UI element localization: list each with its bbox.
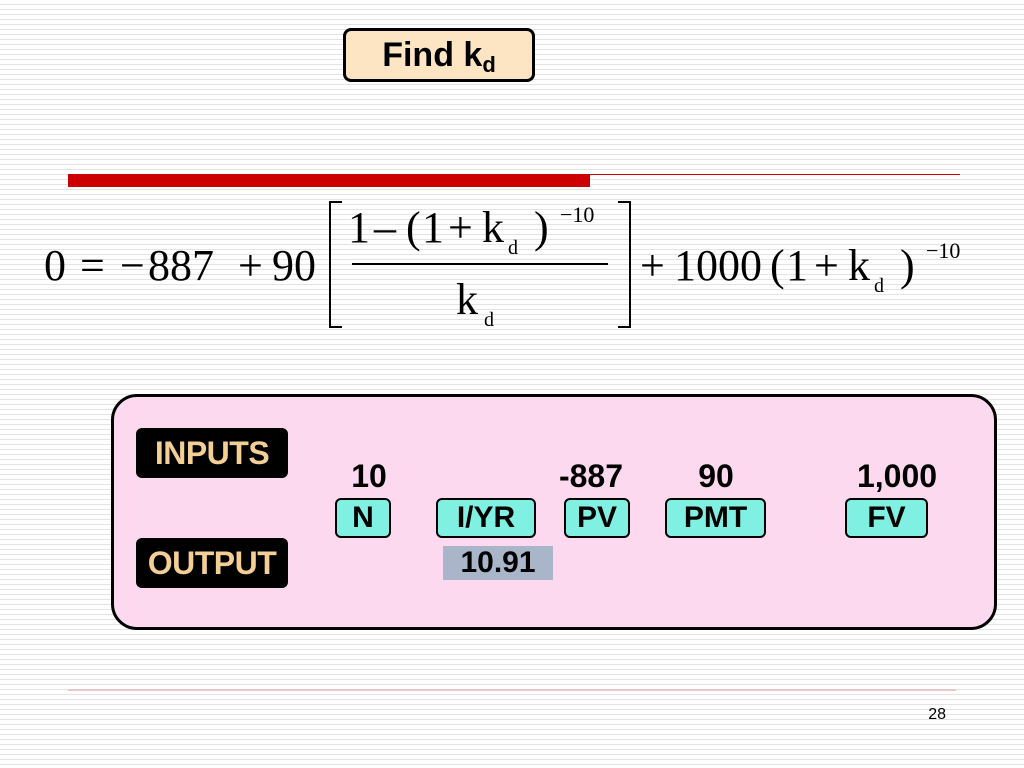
num-one: 1	[348, 203, 370, 252]
pv-value: -887	[558, 458, 624, 494]
eq-equals: =	[80, 241, 105, 290]
title-text: Find k	[382, 35, 483, 74]
num-paren-close: )	[534, 203, 549, 252]
den-k-subscript: d	[484, 309, 494, 331]
num-k: k	[482, 203, 504, 252]
num-one-inner: 1	[422, 203, 444, 252]
num-plus: +	[448, 203, 473, 252]
eq-fv: 1000	[674, 241, 762, 290]
iyr-key[interactable]: I/YR	[436, 498, 536, 538]
fv-paren-close: )	[900, 241, 915, 290]
eq-pmt: 90	[272, 241, 316, 290]
pmt-value: 90	[698, 458, 734, 494]
output-label: OUTPUT	[136, 538, 288, 588]
pmt-key[interactable]: PMT	[665, 498, 766, 538]
num-paren-open: (	[406, 203, 421, 252]
n-value: 10	[351, 458, 387, 494]
fv-key[interactable]: FV	[845, 498, 928, 538]
eq-lhs: 0	[44, 241, 66, 290]
eq-pv: 887	[148, 241, 214, 290]
left-bracket	[329, 201, 342, 328]
num-minus: –	[373, 203, 397, 252]
num-exponent: −10	[560, 202, 594, 227]
inputs-label: INPUTS	[136, 428, 288, 478]
fv-k-subscript: d	[874, 275, 884, 297]
eq-fv-plus: +	[640, 241, 665, 290]
fv-paren-open: (	[770, 241, 785, 290]
fv-plus: +	[814, 241, 839, 290]
title-rule-thick	[68, 174, 590, 187]
fv-value: 1,000	[856, 458, 938, 494]
eq-minus: −	[120, 241, 145, 290]
den-k: k	[456, 275, 478, 324]
num-k-subscript: d	[508, 237, 518, 259]
fv-exponent: −10	[926, 238, 960, 263]
eq-plus: +	[238, 241, 263, 290]
fv-one: 1	[786, 241, 808, 290]
title-subscript: d	[482, 52, 496, 77]
fv-k: k	[848, 241, 870, 290]
pv-key[interactable]: PV	[564, 498, 630, 538]
right-bracket	[618, 201, 631, 328]
n-key[interactable]: N	[335, 498, 391, 538]
iyr-result: 10.91	[443, 546, 553, 580]
footer-rule	[68, 689, 956, 691]
bond-yield-equation: 0 = − 887 + 90 1 – ( 1 + k d ) −10 k d +…	[44, 201, 960, 331]
title-rule-thin	[590, 174, 960, 175]
page-number: 28	[928, 706, 946, 723]
